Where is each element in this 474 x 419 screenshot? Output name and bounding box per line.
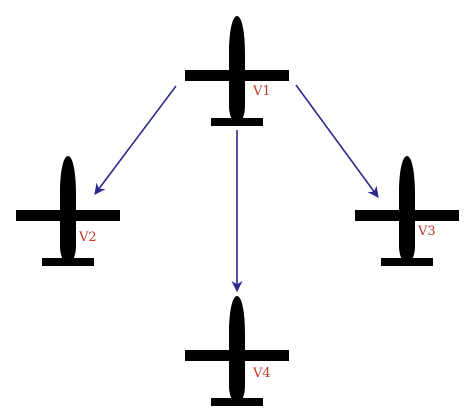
- aircraft-v3: V3: [355, 156, 459, 266]
- aircraft-label-v4: V4: [252, 366, 271, 381]
- airplane-icon: [355, 156, 459, 266]
- airplane-icon: [185, 296, 289, 406]
- aircraft-v4: V4: [185, 296, 289, 406]
- aircraft-label-v1: V1: [252, 84, 271, 99]
- arrow-v1-to-v2: [94, 85, 177, 195]
- aircraft-v2: V2: [16, 156, 120, 266]
- aircraft-v1: V1: [185, 16, 289, 126]
- airplane-icon: [185, 16, 289, 126]
- arrows-group: [94, 84, 379, 293]
- arrow-v1-to-v3: [295, 84, 379, 198]
- aircraft-label-v3: V3: [417, 224, 436, 239]
- airplane-icon: [16, 156, 120, 266]
- aircraft-label-v2: V2: [78, 230, 97, 245]
